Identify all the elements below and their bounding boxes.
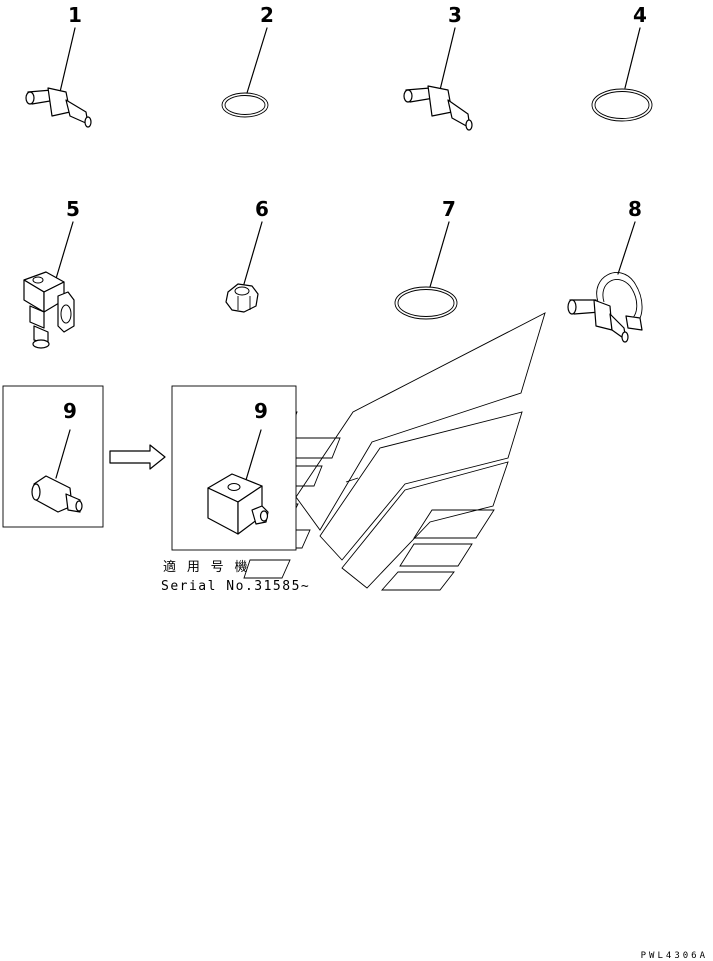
part-4-o-ring — [591, 27, 653, 122]
part-9-old-type-box — [2, 385, 104, 528]
part-9-new-type-box — [171, 385, 297, 551]
part-8-clamp-fitting — [567, 221, 643, 343]
part-7-o-ring — [394, 221, 458, 320]
part-5-elbow-block — [23, 221, 75, 349]
callout-6: 6 — [255, 197, 269, 221]
callout-3: 3 — [448, 3, 462, 27]
callout-1: 1 — [68, 3, 82, 27]
right-arrow-icon — [109, 444, 166, 470]
part-1-fitting — [25, 27, 92, 128]
serial-number-note: Serial No.31585~ — [161, 579, 310, 594]
drawing-code: PWL4306A — [641, 951, 708, 961]
callout-9-new: 9 — [254, 399, 268, 423]
part-2-o-ring — [221, 27, 269, 118]
callout-2: 2 — [260, 3, 274, 27]
callout-4: 4 — [633, 3, 647, 27]
part-6-nut — [225, 221, 263, 313]
applicable-serial-heading: 適 用 号 機 — [163, 559, 249, 575]
callout-7: 7 — [442, 197, 456, 221]
callout-9-old: 9 — [63, 399, 77, 423]
part-3-fitting — [403, 27, 473, 131]
callout-5: 5 — [66, 197, 80, 221]
callout-8: 8 — [628, 197, 642, 221]
